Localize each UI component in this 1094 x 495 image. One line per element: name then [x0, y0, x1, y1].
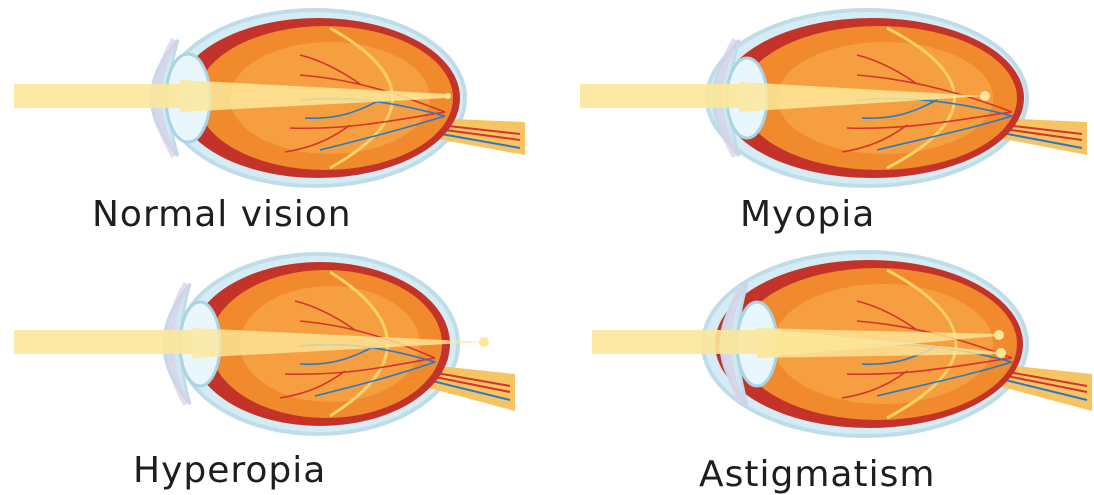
focal-point-1 — [994, 330, 1004, 340]
label-myopia: Myopia — [740, 194, 875, 235]
panel-normal-vision: Normal vision — [0, 0, 547, 246]
light-beam — [580, 84, 740, 108]
panel-astigmatism: Astigmatism — [547, 246, 1094, 492]
label-normal-vision: Normal vision — [92, 194, 352, 235]
light-beam — [14, 84, 180, 108]
light-beam — [14, 330, 192, 354]
focal-point-2 — [996, 348, 1006, 358]
light-beam — [592, 330, 758, 354]
label-hyperopia: Hyperopia — [133, 450, 326, 491]
panel-myopia: Myopia — [547, 0, 1094, 246]
label-astigmatism: Astigmatism — [699, 454, 935, 495]
panel-hyperopia: Hyperopia — [0, 246, 547, 492]
focal-point — [980, 91, 990, 101]
focal-point — [479, 337, 489, 347]
